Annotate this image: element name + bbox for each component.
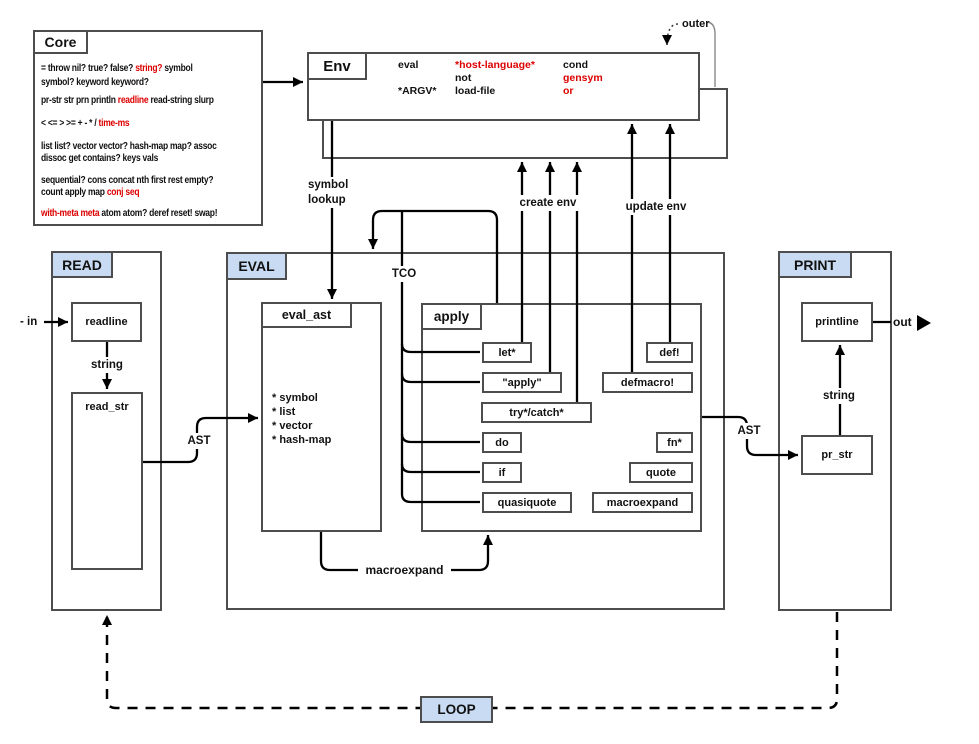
let-label: let* bbox=[498, 346, 516, 359]
apply-quoted-label: "apply" bbox=[502, 376, 542, 389]
fn-label: fn* bbox=[667, 436, 682, 449]
env-item: gensym bbox=[563, 72, 603, 84]
def-box: def! bbox=[646, 342, 693, 363]
env-item: load-file bbox=[455, 85, 496, 97]
quote-label: quote bbox=[646, 466, 676, 479]
eval-ast-item: * vector bbox=[272, 420, 313, 432]
env-box: Env bbox=[307, 52, 700, 121]
quote-box: quote bbox=[629, 462, 693, 483]
env-item: or bbox=[563, 85, 574, 97]
core-title-label: Core bbox=[44, 34, 77, 50]
core-line: dissoc get contains? keys vals bbox=[41, 153, 159, 164]
eval-ast-box: eval_ast * symbol * list * vector * hash… bbox=[261, 302, 382, 532]
eval-ast-item: * hash-map bbox=[272, 434, 332, 446]
defmacro-label: defmacro! bbox=[620, 376, 675, 389]
print-title: PRINT bbox=[778, 251, 852, 278]
eval-ast-title-label: eval_ast bbox=[281, 308, 332, 322]
env-item: *ARGV* bbox=[398, 85, 437, 97]
do-box: do bbox=[482, 432, 522, 453]
core-box: Core bbox=[33, 30, 263, 226]
core-line: = throw nil? true? false? string? symbol bbox=[41, 63, 193, 74]
let-box: let* bbox=[482, 342, 532, 363]
apply-title: apply bbox=[421, 303, 482, 330]
env-title-label: Env bbox=[323, 57, 351, 75]
eval-title: EVAL bbox=[226, 252, 287, 280]
core-title: Core bbox=[33, 30, 88, 54]
defmacro-box: defmacro! bbox=[602, 372, 693, 393]
eval-ast-title: eval_ast bbox=[261, 302, 352, 328]
try-catch-label: try*/catch* bbox=[509, 406, 564, 419]
if-box: if bbox=[482, 462, 522, 483]
env-title: Env bbox=[307, 52, 367, 80]
printline-box: printline bbox=[801, 302, 873, 342]
pr-str-box: pr_str bbox=[801, 435, 873, 475]
quasiquote-label: quasiquote bbox=[497, 496, 557, 509]
eval-ast-item: * symbol bbox=[272, 392, 318, 404]
read-title: READ bbox=[51, 251, 113, 278]
macroexpand-label: macroexpand bbox=[606, 496, 679, 509]
fn-box: fn* bbox=[656, 432, 693, 453]
core-line: sequential? cons concat nth first rest e… bbox=[41, 175, 214, 186]
env-item: *host-language* bbox=[455, 59, 535, 71]
pr-str-label: pr_str bbox=[821, 449, 853, 461]
do-label: do bbox=[495, 436, 509, 449]
core-line: count apply map conj seq bbox=[41, 187, 140, 198]
readline-box: readline bbox=[71, 302, 142, 342]
apply-quoted-box: "apply" bbox=[482, 372, 562, 393]
core-line: pr-str str prn println readline read-str… bbox=[41, 95, 214, 106]
eval-ast-item: * list bbox=[272, 406, 296, 418]
apply-title-label: apply bbox=[433, 309, 470, 324]
env-item: cond bbox=[563, 59, 589, 71]
def-label: def! bbox=[659, 346, 680, 359]
if-label: if bbox=[498, 466, 506, 479]
eval-title-label: EVAL bbox=[238, 258, 275, 274]
read-str-label: read_str bbox=[85, 401, 129, 413]
env-item: eval bbox=[398, 59, 419, 71]
try-catch-box: try*/catch* bbox=[481, 402, 592, 423]
core-line: with-meta meta atom atom? deref reset! s… bbox=[41, 208, 218, 219]
env-item: not bbox=[455, 72, 472, 84]
core-line: list list? vector vector? hash-map map? … bbox=[41, 141, 217, 152]
read-str-box: read_str bbox=[71, 392, 143, 570]
quasiquote-box: quasiquote bbox=[482, 492, 572, 513]
readline-label: readline bbox=[85, 316, 128, 328]
core-line: < <= > >= + - * / time-ms bbox=[41, 118, 130, 129]
read-title-label: READ bbox=[62, 256, 102, 273]
macroexpand-box: macroexpand bbox=[592, 492, 693, 513]
core-line: symbol? keyword keyword? bbox=[41, 77, 149, 88]
print-title-label: PRINT bbox=[794, 256, 836, 273]
printline-label: printline bbox=[815, 316, 859, 328]
